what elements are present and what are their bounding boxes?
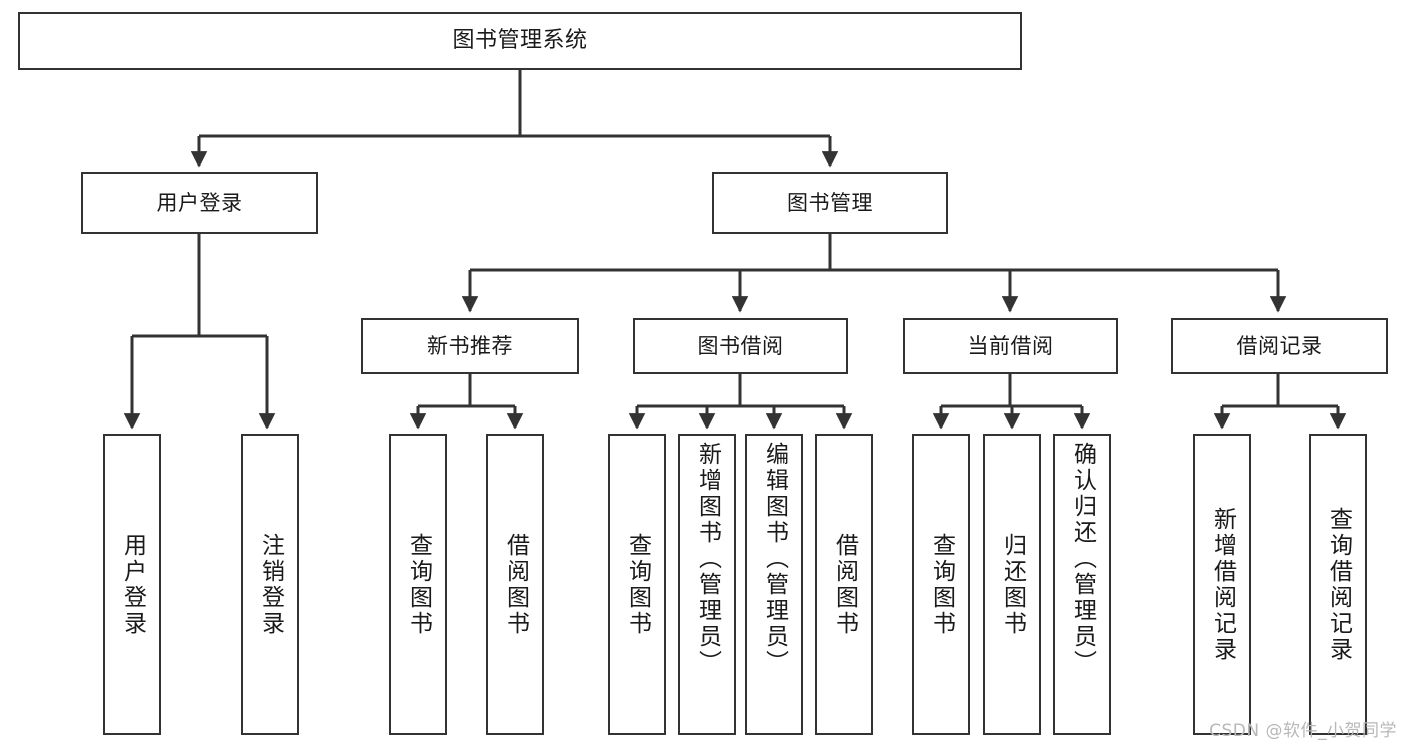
leaf-user-login[interactable]: 用户登录 xyxy=(103,434,161,735)
leaf-query-book-recommend[interactable]: 查询图书 xyxy=(389,434,447,735)
leaf-query-borrow-record[interactable]: 查询借阅记录 xyxy=(1309,434,1367,735)
node-label: 查询图书 xyxy=(928,532,955,637)
node-current-borrow[interactable]: 当前借阅 xyxy=(903,318,1118,374)
node-borrow-record[interactable]: 借阅记录 xyxy=(1171,318,1388,374)
leaf-logout[interactable]: 注销登录 xyxy=(241,434,299,735)
leaf-confirm-return[interactable]: 确认归还（管理员） xyxy=(1053,434,1111,735)
node-label: 用户登录 xyxy=(119,532,146,637)
node-label: 借阅记录 xyxy=(1236,333,1323,358)
node-label: 编辑图书（管理员） xyxy=(761,442,788,676)
node-book-borrow[interactable]: 图书借阅 xyxy=(633,318,848,374)
watermark: CSDN @软件_小贺同学 xyxy=(1209,721,1397,741)
node-label: 图书借阅 xyxy=(697,333,784,358)
node-label: 查询借阅记录 xyxy=(1325,506,1352,663)
node-user-login[interactable]: 用户登录 xyxy=(81,172,318,234)
leaf-borrow-book[interactable]: 借阅图书 xyxy=(815,434,873,735)
node-label: 借阅图书 xyxy=(831,532,858,637)
node-root-system[interactable]: 图书管理系统 xyxy=(18,12,1022,70)
leaf-return-book[interactable]: 归还图书 xyxy=(983,434,1041,735)
leaf-add-borrow-record[interactable]: 新增借阅记录 xyxy=(1193,434,1251,735)
node-label: 查询图书 xyxy=(405,532,432,637)
node-label: 图书管理系统 xyxy=(452,28,588,54)
node-label: 图书管理 xyxy=(787,190,873,215)
node-label: 查询图书 xyxy=(624,532,651,637)
node-label: 新书推荐 xyxy=(427,333,513,358)
node-label: 确认归还（管理员） xyxy=(1069,442,1096,676)
leaf-query-book-borrow[interactable]: 查询图书 xyxy=(608,434,666,735)
node-label: 借阅图书 xyxy=(502,532,529,637)
leaf-edit-book[interactable]: 编辑图书（管理员） xyxy=(745,434,803,735)
node-book-management[interactable]: 图书管理 xyxy=(712,172,948,234)
node-label: 注销登录 xyxy=(257,532,284,637)
node-label: 新增借阅记录 xyxy=(1209,506,1236,663)
node-label: 用户登录 xyxy=(156,190,243,215)
leaf-borrow-book-recommend[interactable]: 借阅图书 xyxy=(486,434,544,735)
node-new-book-recommend[interactable]: 新书推荐 xyxy=(361,318,579,374)
leaf-add-book[interactable]: 新增图书（管理员） xyxy=(678,434,736,735)
node-label: 归还图书 xyxy=(999,532,1026,637)
node-label: 当前借阅 xyxy=(967,333,1054,358)
node-label: 新增图书（管理员） xyxy=(694,442,721,676)
leaf-query-book-current[interactable]: 查询图书 xyxy=(912,434,970,735)
